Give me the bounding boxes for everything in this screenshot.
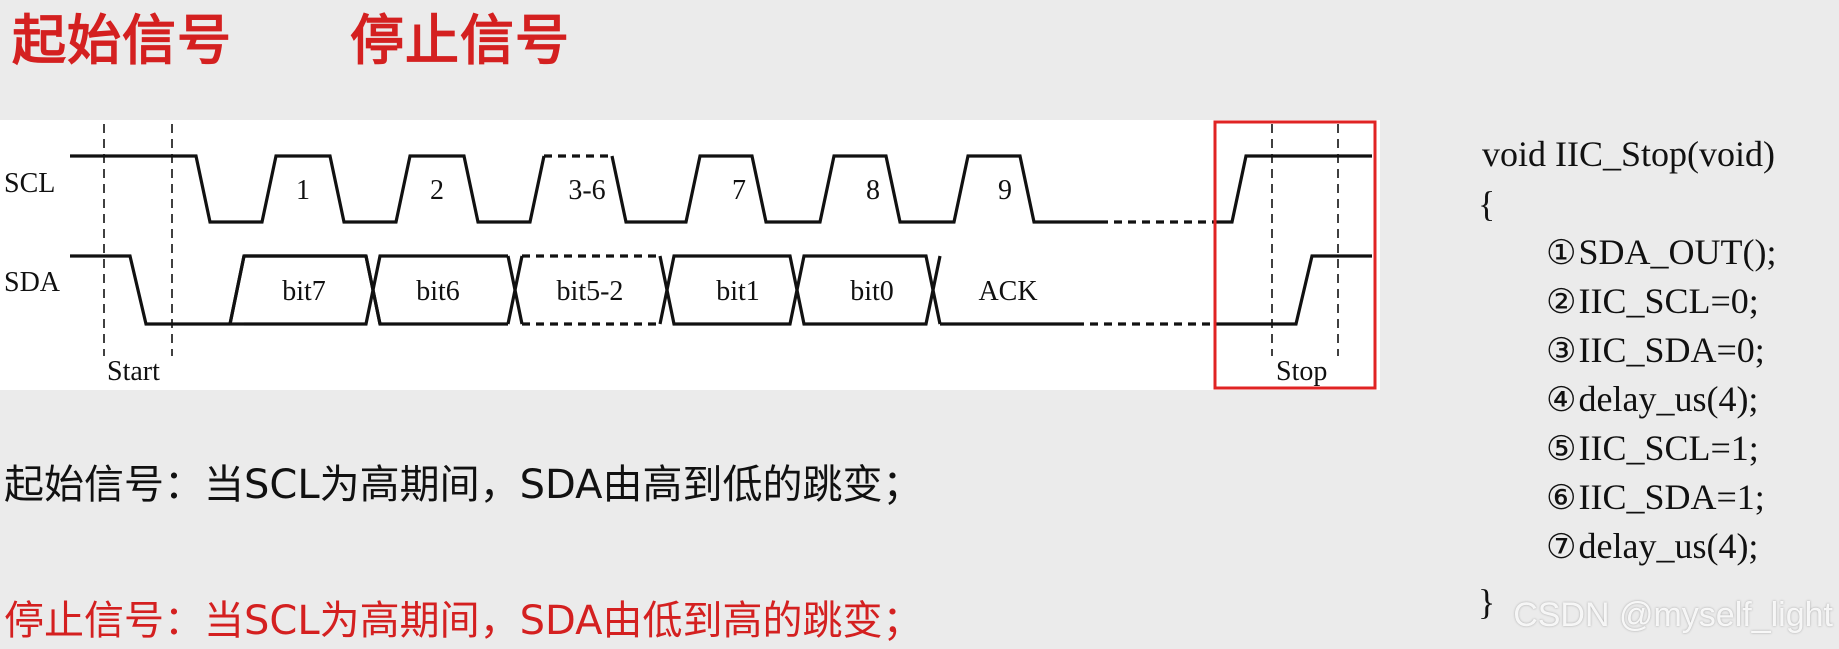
title-stop-signal: 停止信号: [350, 9, 570, 72]
data-label-bit7: bit7: [282, 276, 326, 307]
clock-label-3-6: 3-6: [568, 175, 605, 206]
step-number: ⑥: [1546, 480, 1577, 517]
step-text: IIC_SCL=1;: [1578, 428, 1759, 468]
stop-marker-label: Stop: [1276, 356, 1327, 387]
sda-waveform: [70, 254, 1372, 326]
data-label-bit0: bit0: [850, 276, 894, 307]
code-step-2: ②IIC_SCL=0;: [1546, 281, 1759, 323]
stop-signal-description: 停止信号：当SCL为高期间，SDA由低到高的跳变；: [4, 598, 923, 644]
clock-label-9: 9: [998, 175, 1012, 206]
clock-label-1: 1: [296, 175, 310, 206]
scl-signal-label: SCL: [4, 168, 55, 199]
iic-timing-diagram: SCL SDA: [0, 120, 1380, 390]
code-step-5: ⑤IIC_SCL=1;: [1546, 428, 1759, 470]
clock-label-8: 8: [866, 175, 880, 206]
step-number: ⑤: [1546, 431, 1577, 468]
title-start-signal: 起始信号: [12, 9, 232, 72]
scl-waveform: [70, 154, 1372, 224]
step-number: ③: [1546, 333, 1577, 370]
data-label-bit6: bit6: [416, 276, 460, 307]
data-label-ack: ACK: [978, 276, 1037, 307]
csdn-watermark: CSDN @myself_light: [1513, 596, 1833, 634]
step-number: ②: [1546, 284, 1577, 321]
start-signal-description: 起始信号：当SCL为高期间，SDA由高到低的跳变；: [4, 462, 923, 508]
step-text: SDA_OUT();: [1578, 232, 1777, 272]
code-step-6: ⑥IIC_SDA=1;: [1546, 477, 1765, 519]
clock-label-7: 7: [732, 175, 746, 206]
step-text: IIC_SDA=1;: [1578, 477, 1765, 517]
data-label-bit5-2: bit5-2: [557, 276, 624, 307]
guide-lines: [103, 124, 1339, 356]
code-step-4: ④delay_us(4);: [1546, 379, 1758, 421]
step-text: IIC_SDA=0;: [1578, 330, 1765, 370]
code-signature: void IIC_Stop(void): [1482, 134, 1775, 174]
code-close-brace: }: [1478, 582, 1496, 622]
stop-highlight-box: [1213, 120, 1377, 390]
code-step-7: ⑦delay_us(4);: [1546, 526, 1758, 568]
sda-signal-label: SDA: [4, 267, 61, 298]
step-number: ①: [1546, 235, 1577, 272]
step-text: IIC_SCL=0;: [1578, 281, 1759, 321]
code-open-brace: {: [1478, 184, 1496, 224]
code-step-1: ①SDA_OUT();: [1546, 232, 1776, 274]
start-marker-label: Start: [107, 356, 160, 387]
data-label-bit1: bit1: [716, 276, 760, 307]
code-step-3: ③IIC_SDA=0;: [1546, 330, 1765, 372]
step-text: delay_us(4);: [1578, 379, 1759, 419]
step-number: ④: [1546, 382, 1577, 419]
timing-svg: SCL SDA: [4, 120, 1377, 390]
step-text: delay_us(4);: [1578, 526, 1759, 566]
clock-label-2: 2: [430, 175, 444, 206]
step-number: ⑦: [1546, 529, 1577, 566]
